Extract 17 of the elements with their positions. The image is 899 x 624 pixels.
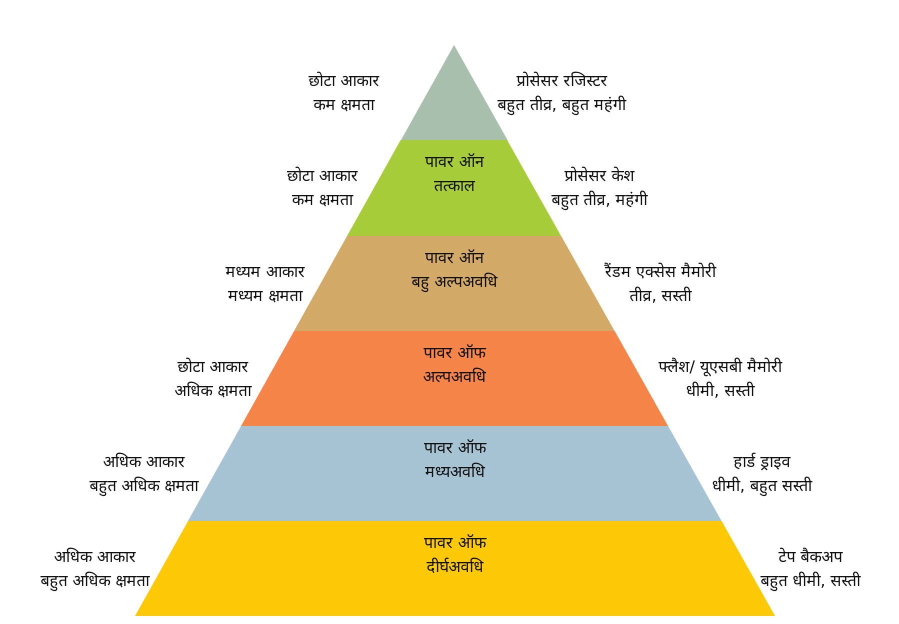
memory-type-label: टेप बैकअप बहुत धीमी, सस्ती [760,546,861,592]
memory-type-label: फ्लैश/ यूएसबी मैमोरी धीमी, सस्ती [658,356,782,402]
tier-label: पावर ऑफ दीर्घअवधि [424,532,486,578]
size-capacity-label: अधिक आकार बहुत अधिक क्षमता [40,546,150,592]
memory-type-label: प्रोसेसर केश बहुत तीव्र, महंगी [551,165,648,212]
memory-type-label: प्रोसेसर रजिस्टर बहुत तीव्र, बहुत महंगी [498,70,626,116]
size-capacity-label: मध्यम आकार मध्यम क्षमता [226,260,305,306]
tier-label: पावर ऑन बहु अल्पअवधि [411,247,498,294]
tier-label: पावर ऑफ अल्पअवधि [423,342,486,388]
size-capacity-label: छोटा आकार कम क्षमता [287,165,358,211]
memory-type-label: हार्ड ड्राइव धीमी, बहुत सस्ती [712,450,812,498]
tier-label: पावर ऑफ मध्यअवधि [424,437,486,483]
size-capacity-label: अधिक आकार बहुत अधिक क्षमता [89,450,199,498]
tier-label: पावर ऑन तत्काल [424,151,484,197]
memory-type-label: रैंडम एक्सेस मैमोरी तीव्र, सस्ती [605,260,716,306]
size-capacity-label: छोटा आकार कम क्षमता [308,70,380,116]
size-capacity-label: छोटा आकार अधिक क्षमता [174,356,252,402]
